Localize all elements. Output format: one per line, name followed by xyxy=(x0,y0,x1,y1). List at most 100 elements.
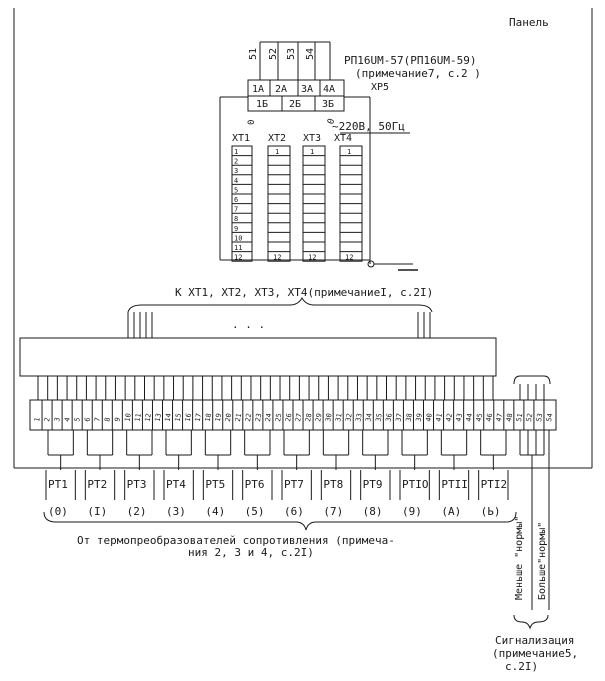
terminal-number: 10 xyxy=(234,234,242,242)
sensor-name: РТ6 xyxy=(245,478,265,491)
strip-terminal-number: 16 xyxy=(184,413,193,423)
relay-wire-number: 54 xyxy=(305,48,316,60)
strip-terminal-number: 11 xyxy=(133,413,142,423)
ground-terminal xyxy=(367,260,375,268)
relay-wire-number: 53 xyxy=(286,48,297,60)
strip-terminal-number: 4 xyxy=(63,417,72,423)
sensor-channel: (I) xyxy=(87,505,107,518)
sensor-channel: (0) xyxy=(48,505,68,518)
sensor-channel: (2) xyxy=(127,505,147,518)
strip-terminal-number: 39 xyxy=(415,413,424,423)
panel: Панель xyxy=(13,8,593,469)
sensor-channel: (Ь) xyxy=(481,505,501,518)
strip-terminal-number: 2 xyxy=(43,417,52,423)
sensor-name: РТ1 xyxy=(48,478,68,491)
signal-less-label: Меньше "нормы" xyxy=(514,516,525,600)
terminal-number: 9 xyxy=(234,225,238,233)
sensor-name: РТ9 xyxy=(363,478,383,491)
strip-terminal-number: 22 xyxy=(244,413,253,423)
terminal-block-name: ХТ2 xyxy=(268,133,286,144)
relay-designator: ХР5 xyxy=(371,82,389,93)
strip-terminal-number: 24 xyxy=(264,413,273,423)
terminal-number: 12 xyxy=(308,254,316,262)
strip-terminal-number: 5 xyxy=(73,417,82,423)
sensor-bracket xyxy=(43,511,517,531)
strip-terminal-number: 29 xyxy=(314,413,323,423)
sensors-caption-line1: От термопреобразователей сопротивления (… xyxy=(77,534,395,547)
relay-contact-bottom: 1Б xyxy=(256,99,268,110)
strip-terminal-number: 33 xyxy=(354,413,363,423)
sensor-name: РТ5 xyxy=(205,478,225,491)
strip-terminal-number: 12 xyxy=(144,413,153,423)
strip-terminal-number: 3 xyxy=(53,417,62,423)
strip-terminal-number: 53 xyxy=(535,413,544,423)
strip-terminal-number: 26 xyxy=(284,413,293,423)
sensor-name: РТI2 xyxy=(481,478,508,491)
sensor-channel: (5) xyxy=(245,505,265,518)
sensor-channel: (6) xyxy=(284,505,304,518)
strip-terminal-number: 32 xyxy=(344,413,353,423)
strip-terminal-number: 42 xyxy=(445,413,454,423)
sensor-connections: РТ1(0)РТ2(I)РТ3(2)РТ4(3)РТ5(4)РТ6(5)РТ7(… xyxy=(45,430,509,518)
strip-terminal-number: 46 xyxy=(485,413,494,423)
terminal-number: 3 xyxy=(234,167,238,175)
panel-label: Панель xyxy=(509,16,549,29)
strip-terminal-number: 38 xyxy=(405,413,414,423)
terminal-block-name: ХТ4 xyxy=(334,133,352,144)
strip-terminal-number: 23 xyxy=(254,413,263,423)
terminal-number: 1 xyxy=(310,148,314,156)
relay-power: ~220В, 50Гц xyxy=(332,120,405,133)
relay-contact-top: 1А xyxy=(252,84,264,95)
strip-terminal-number: 34 xyxy=(364,413,373,423)
terminal-number: 5 xyxy=(234,186,238,194)
strip-terminal-number: 19 xyxy=(214,413,223,423)
relay-note: (примечание7, с.2 ) xyxy=(355,67,481,80)
strip-terminal-number: 45 xyxy=(475,413,484,423)
bus-bracket xyxy=(127,296,433,338)
sensor-name: РТ3 xyxy=(127,478,147,491)
terminal-number: 1 xyxy=(275,148,279,156)
sensor-name: РТ2 xyxy=(87,478,107,491)
sensor-channel: (4) xyxy=(205,505,225,518)
strip-terminal-number: 25 xyxy=(274,413,283,423)
signalization-line1: Сигнализация xyxy=(495,634,574,647)
strip-terminal-number: 47 xyxy=(495,413,504,423)
terminal-number: 1 xyxy=(347,148,351,156)
strip-terminal-number: 41 xyxy=(435,413,444,423)
terminal-number: 12 xyxy=(234,254,242,262)
strip-terminal-number: 35 xyxy=(374,413,383,423)
sensor-name: РТ7 xyxy=(284,478,304,491)
sensor-channel: (8) xyxy=(363,505,383,518)
relay-left-mark: 0 xyxy=(247,120,257,125)
sensor-channel: (3) xyxy=(166,505,186,518)
strip-terminal-number: 36 xyxy=(384,413,393,423)
sensors-caption-line2: ния 2, 3 и 4, с.2I) xyxy=(188,546,314,559)
terminal-number: 12 xyxy=(345,254,353,262)
strip-terminal-number: 17 xyxy=(194,413,203,423)
relay-contact-top: 2А xyxy=(275,84,287,95)
strip-terminal-number: 31 xyxy=(334,413,343,423)
terminal-number: 6 xyxy=(234,196,238,204)
relay-wire-number: 51 xyxy=(248,48,259,60)
relay-contact-top: 4А xyxy=(323,84,335,95)
signalization-line3: с.2I) xyxy=(505,660,538,673)
signal-wires: Меньше "нормы" Больше"нормы" xyxy=(513,430,550,630)
terminal-number: 1 xyxy=(234,148,238,156)
strip-terminal-number: 37 xyxy=(394,413,403,423)
relay-model: РП16UМ-57(РП16UМ-59) xyxy=(344,54,476,67)
strip-terminal-number: 44 xyxy=(465,413,474,423)
strip-terminal-number: 48 xyxy=(505,413,514,423)
signal-more-label: Больше"нормы" xyxy=(537,522,548,600)
strip-terminal-number: 20 xyxy=(224,413,233,423)
strip-terminal-number: 14 xyxy=(164,413,173,423)
strip-terminal-number: 21 xyxy=(234,413,243,423)
terminal-number: 4 xyxy=(234,177,238,185)
connection-label: К ХТ1, ХТ2, ХТ3, ХТ4(примечаниеI, с.2I) xyxy=(175,286,433,299)
terminal-number: 7 xyxy=(234,206,238,214)
